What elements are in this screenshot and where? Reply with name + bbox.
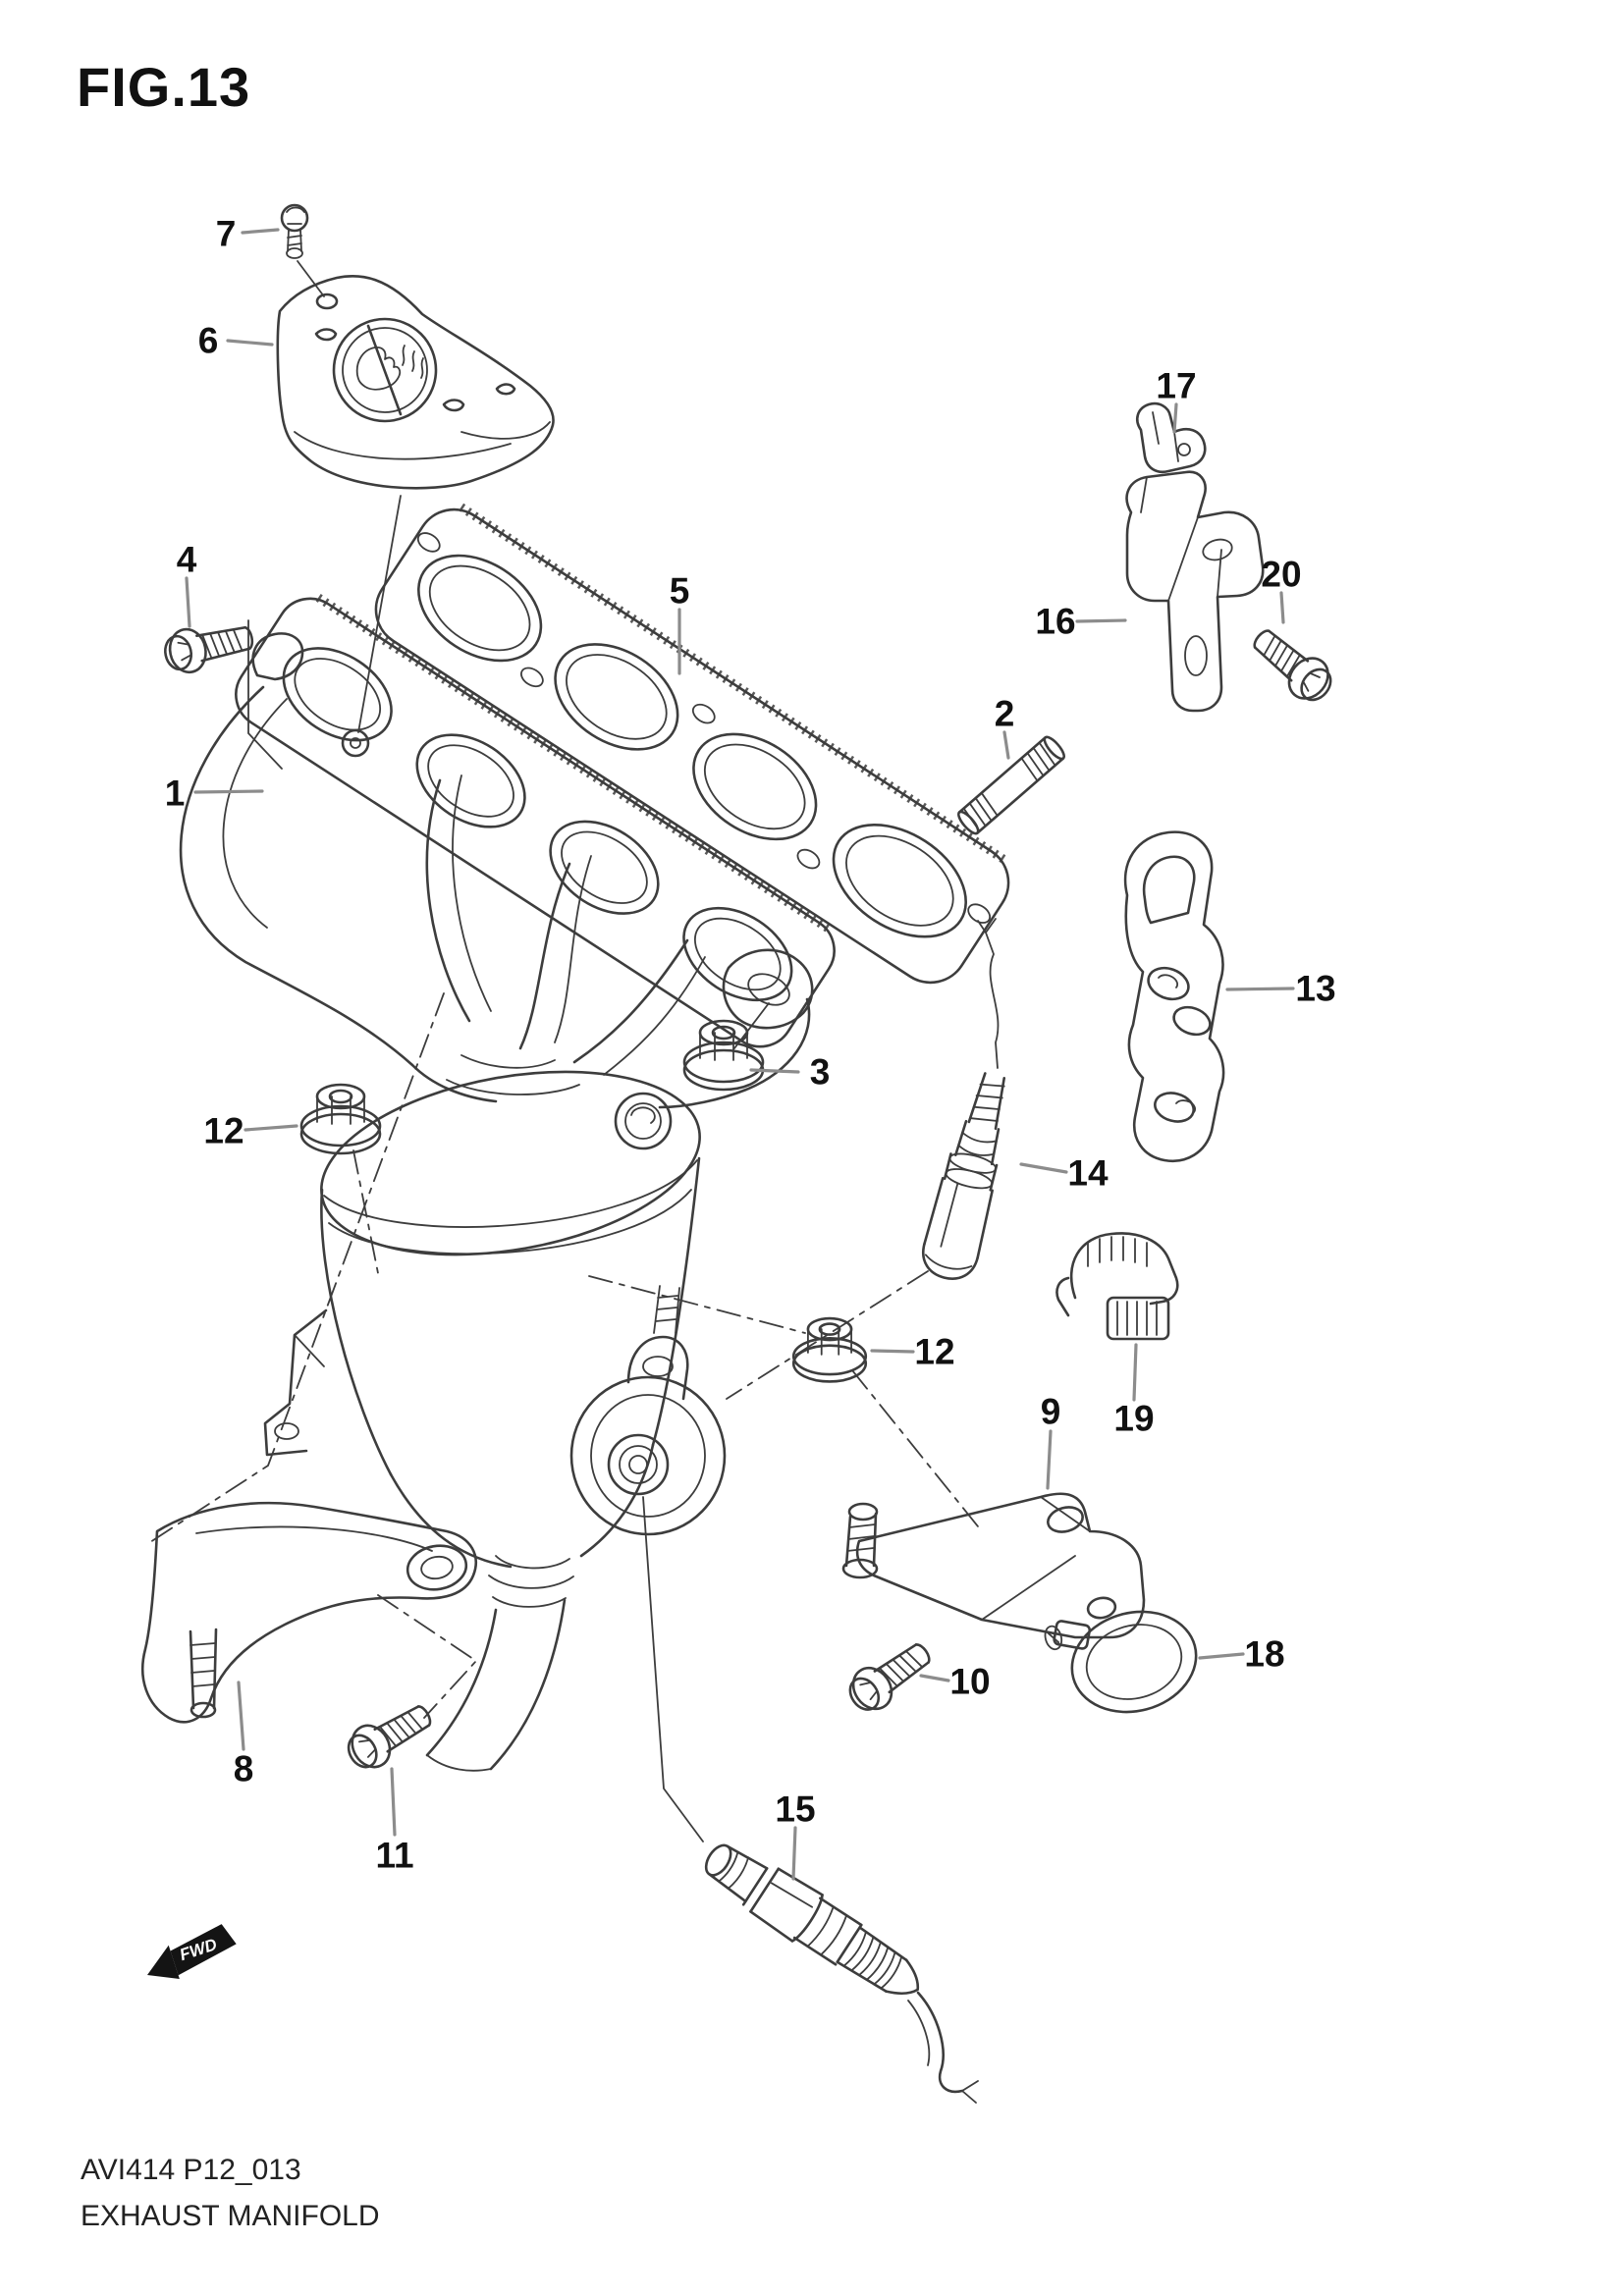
callout-12-a: 12 xyxy=(203,1110,244,1151)
part-5-gasket xyxy=(361,496,1022,997)
part-2-stud xyxy=(955,734,1066,836)
construction-lines xyxy=(147,620,982,1842)
callout-2: 2 xyxy=(994,693,1015,734)
callout-11: 11 xyxy=(375,1835,414,1876)
callout-16: 16 xyxy=(1035,601,1076,642)
callout-7: 7 xyxy=(215,213,237,254)
part-16-bracket xyxy=(1127,472,1264,711)
figure-caption: EXHAUST MANIFOLD xyxy=(81,2199,380,2232)
part-15-oxygen-sensor xyxy=(695,1832,978,2103)
callout-19: 19 xyxy=(1113,1398,1155,1439)
part-20-bolt xyxy=(1243,618,1341,711)
part-12-nut-a xyxy=(299,1083,382,1155)
callout-3: 3 xyxy=(809,1051,831,1093)
callout-17: 17 xyxy=(1156,365,1197,406)
part-18-clamp xyxy=(1042,1587,1208,1730)
part-11-bolt xyxy=(339,1693,440,1778)
callout-12-b: 12 xyxy=(914,1331,955,1372)
part-6-heat-shield xyxy=(278,276,554,732)
callout-4: 4 xyxy=(176,539,197,580)
catalytic-converter xyxy=(265,1044,725,1770)
part-13-bracket xyxy=(1125,832,1223,1161)
part-14-oxygen-sensor xyxy=(918,919,1022,1284)
callout-1: 1 xyxy=(164,773,186,814)
part-3-nut xyxy=(682,1019,765,1092)
part-12-nut-b xyxy=(792,1316,867,1383)
part-9-bracket xyxy=(843,1494,1144,1637)
fwd-direction-arrow: FWD xyxy=(147,1921,237,1980)
part-7-bolt xyxy=(282,205,324,296)
part-17-clamp xyxy=(1137,403,1205,472)
callout-14: 14 xyxy=(1067,1152,1109,1194)
callout-9: 9 xyxy=(1040,1391,1061,1432)
part-1-manifold xyxy=(181,586,847,1107)
callout-18: 18 xyxy=(1244,1633,1285,1675)
leader-lines xyxy=(187,230,1293,1879)
page-footer: AVI414 P12_013 EXHAUST MANIFOLD xyxy=(81,2148,380,2239)
part-8-stay xyxy=(142,1503,475,1722)
callout-20: 20 xyxy=(1261,554,1302,595)
callout-15: 15 xyxy=(775,1789,816,1830)
callout-13: 13 xyxy=(1295,968,1336,1009)
figure-title: FIG.13 xyxy=(77,56,251,118)
figure-code: AVI414 P12_013 xyxy=(81,2154,301,2186)
part-4-bolt xyxy=(159,614,258,678)
callout-10: 10 xyxy=(949,1661,991,1702)
callout-8: 8 xyxy=(233,1748,254,1789)
callout-6: 6 xyxy=(197,320,219,361)
part-19-clamp xyxy=(1056,1233,1177,1339)
callout-5: 5 xyxy=(669,570,690,612)
